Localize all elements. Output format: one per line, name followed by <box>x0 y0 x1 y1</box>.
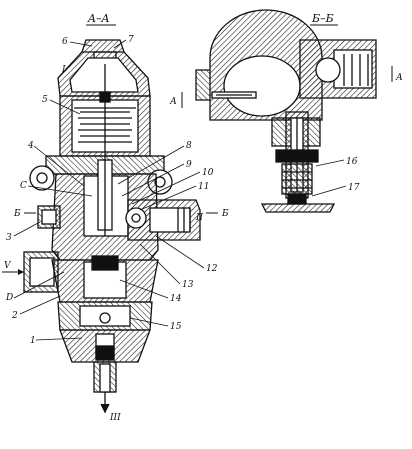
part-label-13: 13 <box>182 280 194 290</box>
part-label-4: 4 <box>27 141 34 151</box>
part-label-9: 9 <box>186 160 192 170</box>
leader-lines <box>13 39 205 341</box>
section-marker-b-left: Б <box>13 209 21 219</box>
part-label-14: 14 <box>170 294 182 304</box>
part-label-7: 7 <box>128 35 134 45</box>
part-label-3: 3 <box>6 233 12 243</box>
part-label-12: 12 <box>206 264 218 274</box>
port-label-i: I <box>61 65 66 75</box>
section-marker-a-right: А <box>395 73 403 83</box>
part-label-8: 8 <box>186 141 192 151</box>
port-label-ii: II <box>195 213 204 223</box>
part-label-15: 15 <box>170 322 182 332</box>
leader-lines-right <box>311 159 347 197</box>
letter-label-d: D <box>5 293 13 303</box>
port-label-v: V <box>4 261 12 271</box>
section-b-b <box>195 9 377 213</box>
part-label-2: 2 <box>11 311 18 321</box>
section-marker-a-left: А <box>169 97 177 107</box>
letter-label-c: С <box>20 181 27 191</box>
section-a-a <box>23 39 201 414</box>
part-label-6: 6 <box>62 37 68 47</box>
section-title-left: A–A <box>87 12 109 25</box>
part-label-17: 17 <box>348 183 360 193</box>
part-label-11: 11 <box>198 182 209 192</box>
part-label-1: 1 <box>30 336 36 346</box>
part-label-5: 5 <box>42 95 48 105</box>
part-label-16: 16 <box>346 157 358 167</box>
section-title-right: Б–Б <box>311 12 334 25</box>
port-label-iii: III <box>109 413 121 423</box>
part-label-10: 10 <box>202 168 214 178</box>
section-marker-b-right: Б <box>221 209 229 219</box>
